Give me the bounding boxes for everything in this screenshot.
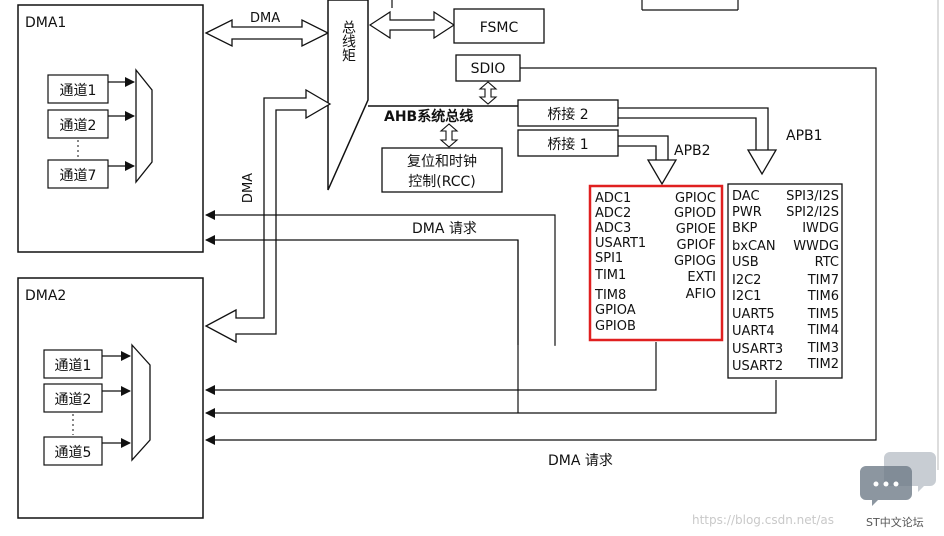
apb2-periph: GPIOB	[595, 319, 636, 334]
dma2-channel-2: 通道2	[55, 392, 92, 408]
dma-vertical-label: DMA	[241, 173, 256, 203]
apb1-periph: SPI2/I2S	[786, 205, 839, 220]
rcc-box	[381, 147, 503, 193]
apb2-periph: GPIOC	[675, 191, 716, 206]
dma1-block	[17, 4, 204, 253]
dma2-channel-1: 通道1	[55, 358, 92, 374]
sdio-box	[455, 54, 521, 82]
apb1-right-column: SPI3/I2S SPI2/I2S IWDG WWDG RTC TIM7 TIM…	[786, 189, 839, 372]
watermark-url: https://blog.csdn.net/as	[692, 513, 834, 527]
apb2-periph: ADC1	[595, 191, 631, 206]
bridge2-label: 桥接 2	[547, 106, 588, 123]
apb1-periph: SPI3/I2S	[786, 189, 839, 204]
apb1-peripheral-box	[727, 183, 843, 379]
apb1-periph: UART5	[732, 307, 775, 322]
apb2-periph: GPIOD	[674, 206, 716, 221]
rcc-double-arrow	[439, 123, 459, 148]
dma1-channel-2-box	[47, 109, 109, 139]
apb1-periph: DAC	[732, 189, 760, 204]
apb1-periph: RTC	[815, 255, 839, 270]
dma1-channel-1-box	[47, 74, 109, 104]
apb1-periph: TIM6	[807, 289, 839, 304]
dma2-request-lines	[205, 67, 877, 445]
dma-top-label: DMA	[250, 11, 280, 26]
apb1-label: APB1	[786, 128, 823, 144]
sdio-ahb-double-arrow	[478, 81, 498, 105]
dma2-bus-double-arrow	[204, 88, 332, 344]
fsmc-label: FSMC	[480, 20, 519, 36]
rcc-label-line1: 复位和时钟	[407, 153, 477, 170]
fsmc-box	[453, 8, 545, 44]
apb1-periph: USB	[732, 255, 759, 270]
ahb-bus-label: AHB系统总线	[384, 108, 473, 125]
dma-request-label-1: DMA 请求	[412, 221, 477, 237]
bridge2-box	[517, 99, 619, 127]
rcc-label-line2: 控制(RCC)	[408, 174, 476, 190]
apb1-periph: TIM5	[807, 307, 839, 322]
dma2-channel-5: 通道5	[55, 445, 92, 461]
apb1-periph: TIM3	[807, 341, 839, 356]
dma1-title: DMA1	[25, 15, 66, 31]
apb1-periph: WWDG	[793, 239, 839, 254]
apb1-periph: UART4	[732, 324, 775, 339]
apb2-periph: EXTI	[687, 270, 716, 285]
apb2-periph: ADC3	[595, 221, 631, 236]
apb1-periph: TIM4	[807, 323, 839, 338]
apb1-periph: BKP	[732, 221, 757, 236]
dma2-block	[17, 277, 204, 519]
apb1-periph: USART2	[732, 359, 783, 374]
dma1-channel-7-box	[47, 159, 109, 189]
fsmc-double-arrow	[368, 10, 456, 40]
apb2-label: APB2	[674, 143, 711, 159]
apb2-left-column: ADC1 ADC2 ADC3 USART1 SPI1 TIM1 TIM8 GPI…	[594, 191, 646, 334]
bus-matrix	[327, 0, 369, 191]
sdio-label: SDIO	[471, 61, 506, 77]
dma2-channel-1-box	[43, 349, 103, 379]
apb1-periph: I2C2	[732, 273, 761, 288]
apb2-periph: GPIOG	[674, 254, 716, 269]
dma2-title: DMA2	[25, 288, 66, 304]
svg-text:总线矩: 总线矩	[340, 20, 356, 62]
dma2-channel-2-box	[43, 383, 103, 413]
dma2-arbiter	[131, 343, 151, 462]
apb2-periph: GPIOF	[677, 238, 716, 253]
apb2-periph: GPIOA	[595, 303, 636, 318]
apb2-right-column: GPIOC GPIOD GPIOE GPIOF GPIOG EXTI AFIO	[674, 191, 716, 302]
apb1-periph: TIM7	[807, 273, 839, 288]
dma1-channel-7: 通道7	[60, 168, 97, 184]
apb2-periph: TIM1	[594, 268, 626, 283]
apb2-periph: TIM8	[594, 288, 626, 303]
apb1-periph: I2C1	[732, 289, 761, 304]
watermark-forum: ST中文论坛	[866, 515, 924, 529]
dma1-arbiter	[135, 68, 153, 184]
apb1-bus-arrow	[618, 106, 778, 178]
apb2-periph: USART1	[595, 236, 646, 251]
apb2-periph: ADC2	[595, 206, 631, 221]
dma-request-label-2: DMA 请求	[548, 453, 613, 469]
apb1-periph: IWDG	[802, 221, 839, 236]
apb1-periph: bxCAN	[732, 239, 776, 254]
apb1-periph: USART3	[732, 342, 783, 357]
dma1-channel-1: 通道1	[60, 83, 97, 99]
apb2-periph: AFIO	[686, 287, 716, 302]
dma1-channel-2: 通道2	[60, 118, 97, 134]
apb2-periph: SPI1	[595, 251, 623, 266]
dma2-channel-5-box	[43, 436, 103, 466]
apb1-periph: TIM2	[807, 357, 839, 372]
bus-matrix-label: 总线矩	[340, 20, 356, 62]
apb1-left-column: DAC PWR BKP bxCAN USB I2C2 I2C1 UART5 UA…	[732, 189, 783, 374]
apb2-peripheral-box	[588, 184, 724, 342]
apb1-periph: PWR	[732, 205, 762, 220]
bridge1-box	[517, 129, 619, 157]
bridge1-label: 桥接 1	[547, 136, 588, 153]
apb2-periph: GPIOE	[676, 222, 716, 237]
chat-bubble-icon	[860, 452, 936, 506]
